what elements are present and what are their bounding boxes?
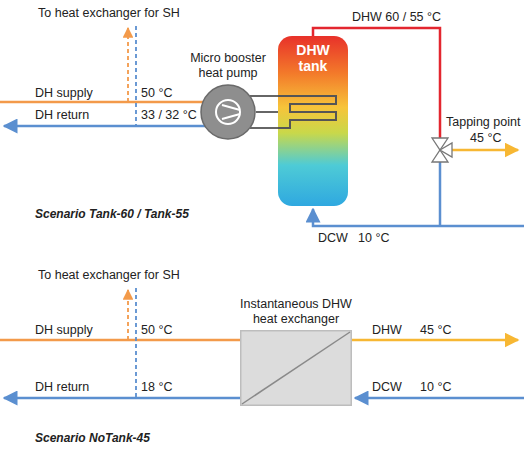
pipe-label: 18 °C xyxy=(141,380,172,394)
tank-label: DHW tank xyxy=(290,42,336,74)
dh-supply-pipe xyxy=(0,339,240,342)
sh-supply-dashed xyxy=(127,28,129,102)
component-heading: Instantaneous DHW heat exchanger xyxy=(230,297,362,326)
coil-pipe xyxy=(256,111,278,113)
sh-return-dashed xyxy=(135,288,137,398)
pipe-label: 10 °C xyxy=(420,380,451,394)
dh-return-pipe xyxy=(4,397,240,400)
mixing-valve xyxy=(440,143,452,157)
heat-pump-circle xyxy=(201,85,255,139)
sh-supply-dashed xyxy=(127,290,129,340)
pipe-label: DH supply xyxy=(35,323,93,337)
pipe-label: 45 °C xyxy=(470,131,501,145)
heat-exchanger-symbol xyxy=(240,330,352,406)
tank-coil xyxy=(278,96,336,128)
heat-pump: Micro booster heat pump xyxy=(200,84,256,140)
compressor-icon xyxy=(216,100,240,124)
heat-exchanger-plate xyxy=(242,332,350,404)
pipe-label: DH return xyxy=(35,380,89,394)
heat-pump-symbol xyxy=(200,84,256,140)
pipe-label: Tapping point xyxy=(446,115,520,129)
dh-supply-pipe xyxy=(0,101,228,104)
dcw-pipe xyxy=(313,209,524,226)
pipe-label: To heat exchanger for SH xyxy=(38,6,180,20)
pipe-label: DH supply xyxy=(35,86,93,100)
tapping-pipe xyxy=(452,149,518,152)
pipe-label: DCW xyxy=(372,380,402,394)
pipe-label: To heat exchanger for SH xyxy=(38,268,180,282)
pipe-label: DH return xyxy=(35,108,89,122)
dhw-tank: DHW tank xyxy=(278,36,348,206)
pipe-label: DHW xyxy=(372,323,402,337)
component-heading: Micro booster heat pump xyxy=(180,51,276,80)
pipe-label: 33 / 32 °C xyxy=(141,108,197,122)
pipe-label: 50 °C xyxy=(141,323,172,337)
pipe-label: DCW xyxy=(318,231,348,245)
pipe-label: 10 °C xyxy=(358,231,389,245)
scenario-caption: Scenario NoTank-45 xyxy=(35,432,150,446)
dhw-pipe xyxy=(352,339,518,342)
dcw-branch-pipe xyxy=(439,161,442,226)
scenario-caption: Scenario Tank-60 / Tank-55 xyxy=(35,208,189,222)
pipe-label: 45 °C xyxy=(420,323,451,337)
dcw-pipe xyxy=(355,397,524,400)
heat-exchanger-box xyxy=(241,331,352,406)
compressor-icon xyxy=(222,105,240,119)
heat-exchanger: Instantaneous DHW heat exchanger xyxy=(240,330,352,406)
dh-return-pipe xyxy=(4,125,228,128)
sh-return-dashed xyxy=(135,26,137,126)
pipe-label: 50 °C xyxy=(141,86,172,100)
pipe-label: DHW 60 / 55 °C xyxy=(352,10,441,24)
